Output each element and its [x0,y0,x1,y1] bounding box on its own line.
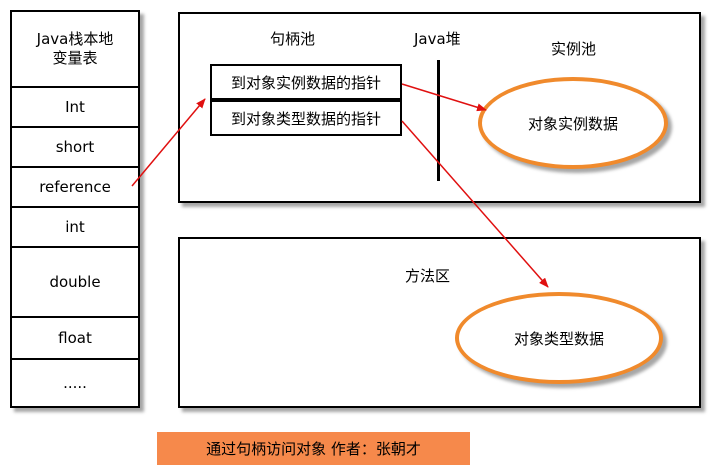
stack-cell-int-capital: Int [12,88,138,128]
stack-cell-short: short [12,128,138,168]
reference-to-handle-arrow [131,98,206,187]
stack-cell-float: float [12,318,138,360]
caption-banner: 通过句柄访问对象 作者：张朝才 [157,432,470,465]
stack-cell-ellipsis: ..... [63,373,87,392]
stack-header: Java栈本地 变量表 [12,12,138,88]
stack-cell-reference: reference [12,168,138,208]
instance-pool-label: 实例池 [551,40,597,58]
heap-divider [437,60,440,181]
handle-to-instance-arrow [401,83,487,112]
java-heap-label: Java堆 [414,30,461,48]
instance-data-ellipse: 对象实例数据 [478,77,668,169]
pointer-to-type-data: 到对象类型数据的指针 [210,100,402,136]
handle-to-type-arrow [401,120,549,288]
stack-cell-double: double [12,248,138,318]
method-area-label: 方法区 [405,267,451,285]
stack-cell-int: int [12,208,138,248]
pointer-to-instance-data: 到对象实例数据的指针 [210,64,402,100]
java-stack-table: Java栈本地 变量表 Int short reference int doub… [10,10,140,408]
type-data-ellipse: 对象类型数据 [455,292,663,384]
handle-pool-label: 句柄池 [270,30,316,48]
